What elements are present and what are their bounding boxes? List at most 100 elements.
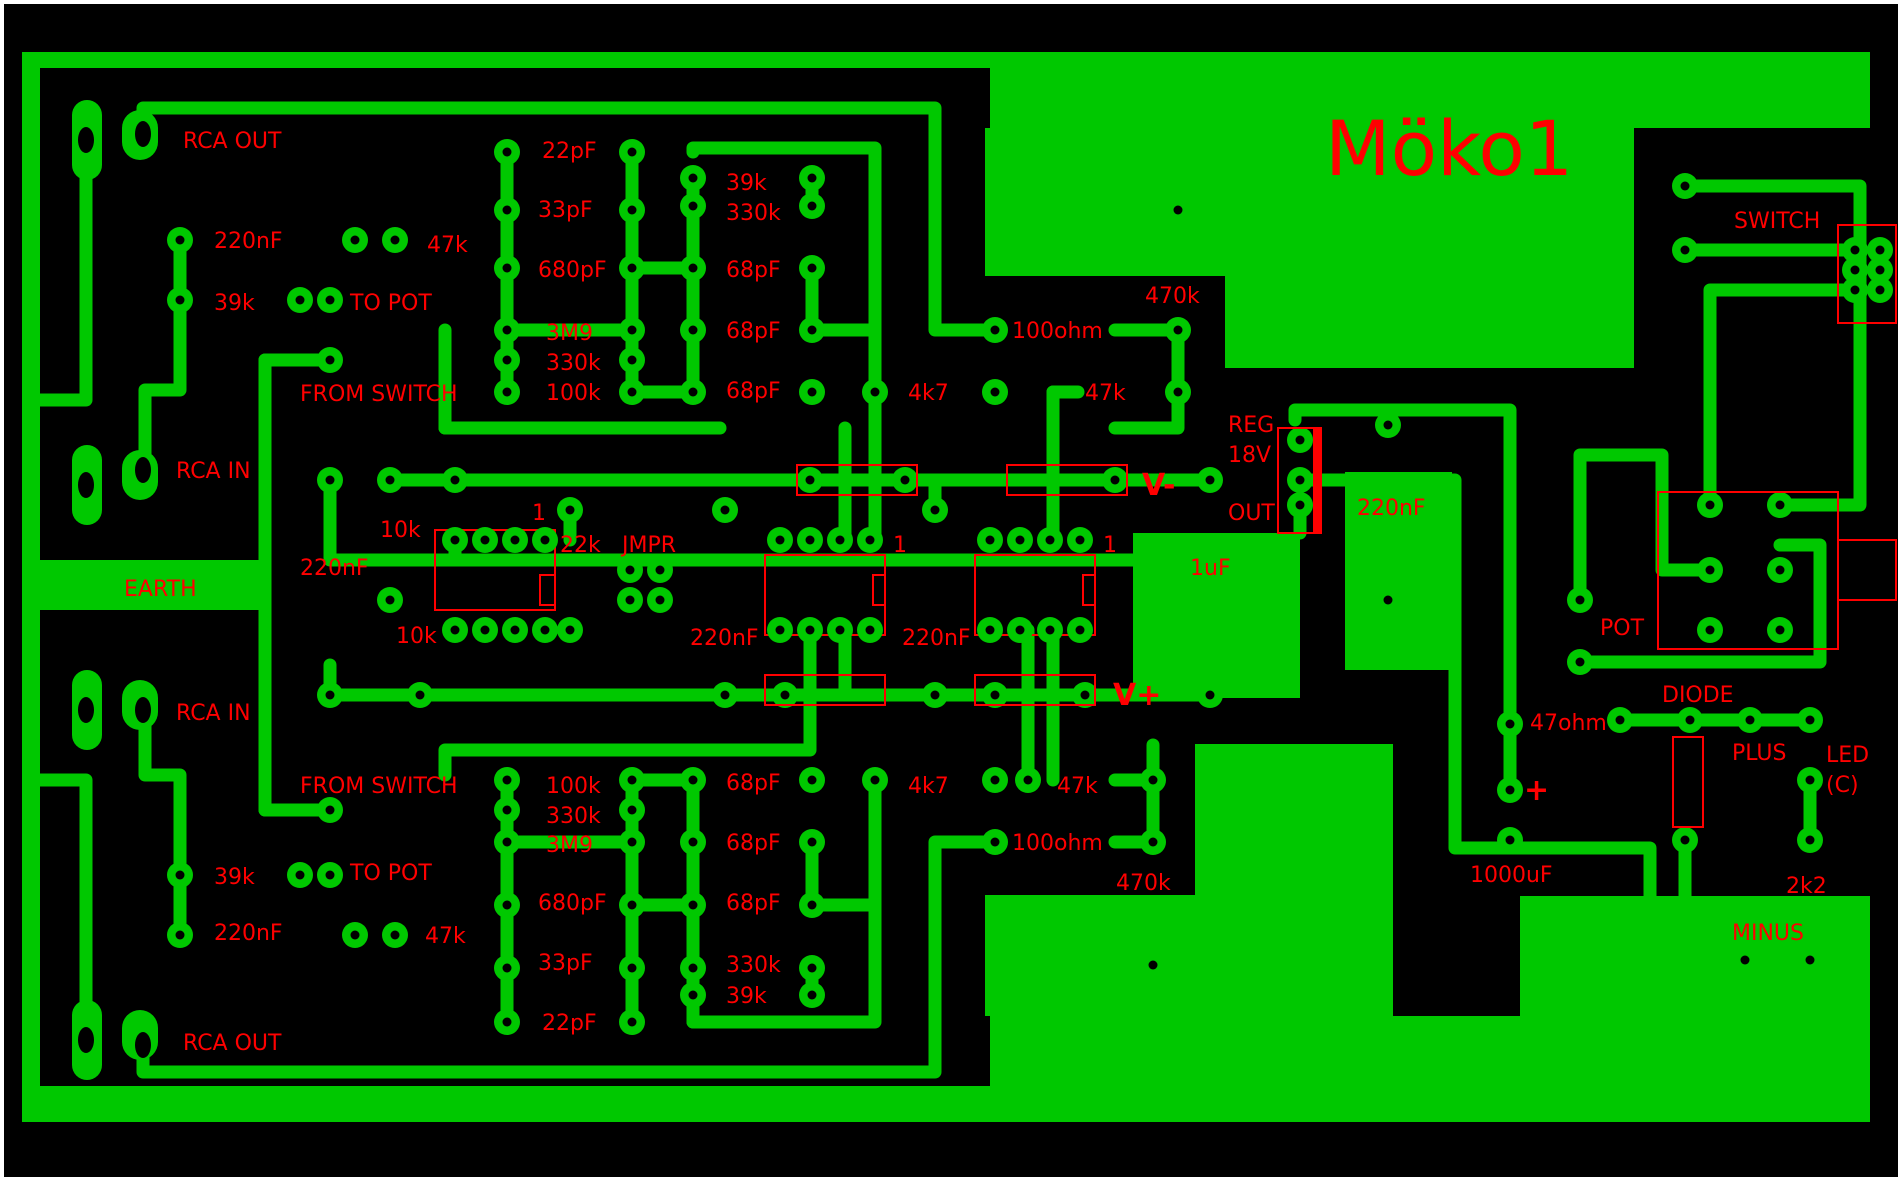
drill-hole — [1875, 285, 1885, 295]
label-330k-top-mid: 330k — [726, 201, 781, 226]
label-68pf-top-1: 68pF — [726, 258, 781, 283]
drill-hole — [1805, 715, 1815, 725]
drill-hole — [1575, 657, 1585, 667]
silkscreen-outlines — [539, 224, 1897, 828]
label-100k-top: 100k — [546, 381, 601, 406]
label-switch: SWITCH — [1734, 209, 1820, 234]
label-1000uf: 1000uF — [1470, 863, 1553, 888]
rca-jack-hole — [78, 1027, 94, 1053]
drill-hole — [865, 535, 875, 545]
drill-hole — [688, 990, 698, 1000]
drill-hole — [325, 475, 335, 485]
label-220nf-reg: 220nF — [1357, 496, 1426, 521]
drill-hole — [627, 837, 637, 847]
label-jmpr: JMPR — [620, 533, 676, 558]
drill-hole — [627, 387, 637, 397]
drill-hole — [502, 205, 512, 215]
label-68pf-top-3: 68pF — [726, 379, 781, 404]
label-pin1-ic2: 1 — [1103, 533, 1117, 558]
regulator-tab — [1313, 428, 1320, 533]
label-330k-top-left: 330k — [546, 351, 601, 376]
label-4k7-top: 4k7 — [908, 381, 949, 406]
drill-hole — [450, 475, 460, 485]
drill-hole — [688, 263, 698, 273]
label-pin1-small: 1 — [532, 501, 546, 526]
drill-hole — [502, 355, 512, 365]
drill-hole — [450, 625, 460, 635]
rca-jack-hole — [78, 127, 94, 153]
drill-hole — [510, 625, 520, 635]
drill-hole — [1505, 785, 1515, 795]
drill-hole — [985, 535, 995, 545]
rca-jack-hole — [135, 697, 151, 723]
drill-hole — [502, 837, 512, 847]
drill-hole — [175, 235, 185, 245]
drill-hole — [1875, 265, 1885, 275]
drill-hole — [985, 625, 995, 635]
label-from-switch-bottom: FROM SWITCH — [300, 774, 458, 799]
drill-hole — [1685, 715, 1695, 725]
drill-hole — [865, 625, 875, 635]
label-39k-top: 39k — [214, 291, 255, 316]
drill-hole — [1148, 837, 1158, 847]
label-1uf: 1uF — [1190, 556, 1231, 581]
drill-hole — [502, 900, 512, 910]
drill-hole — [688, 325, 698, 335]
label-v-minus: V- — [1142, 468, 1176, 503]
drill-hole — [1705, 565, 1715, 575]
label-reg-18v: 18V — [1228, 443, 1271, 468]
drill-hole — [1850, 285, 1860, 295]
drill-hole — [325, 355, 335, 365]
drill-hole — [805, 535, 815, 545]
drill-hole — [1775, 565, 1785, 575]
label-to-pot-bottom: TO POT — [349, 861, 432, 886]
label-pot: POT — [1600, 616, 1645, 641]
drill-hole — [688, 387, 698, 397]
label-v-plus: V+ — [1113, 678, 1161, 713]
drill-hole — [807, 990, 817, 1000]
drill-hole — [1680, 835, 1690, 845]
drill-hole — [565, 625, 575, 635]
drill-hole — [295, 870, 305, 880]
drill-hole — [502, 147, 512, 157]
drill-hole — [688, 837, 698, 847]
label-47k-top: 47k — [427, 233, 468, 258]
label-470k-bottom: 470k — [1116, 871, 1171, 896]
label-pin1-ic1: 1 — [893, 533, 907, 558]
label-2k2: 2k2 — [1786, 874, 1827, 899]
drill-hole — [502, 805, 512, 815]
label-from-switch-top: FROM SWITCH — [300, 382, 458, 407]
drill-hole — [1205, 475, 1215, 485]
board-title: Möko1 — [1325, 104, 1573, 193]
drill-hole — [870, 387, 880, 397]
label-led: LED — [1826, 743, 1869, 768]
drill-hole — [1680, 245, 1690, 255]
drill-hole — [480, 625, 490, 635]
drill-hole — [688, 900, 698, 910]
label-33pf-bottom: 33pF — [538, 951, 593, 976]
drill-hole — [1505, 719, 1515, 729]
drill-hole — [990, 325, 1000, 335]
drill-hole — [930, 690, 940, 700]
drill-hole — [990, 387, 1000, 397]
drill-hole — [805, 475, 815, 485]
drill-hole — [540, 625, 550, 635]
drill-hole — [1615, 715, 1625, 725]
drill-hole — [1705, 625, 1715, 635]
label-3m9-top: 3M9 — [546, 321, 593, 346]
label-plus-sign: + — [1524, 773, 1549, 808]
drill-hole — [1805, 955, 1815, 965]
drill-hole — [1205, 690, 1215, 700]
drill-hole — [870, 775, 880, 785]
drill-hole — [1295, 500, 1305, 510]
label-rca-in-top: RCA IN — [176, 459, 251, 484]
drill-hole — [385, 475, 395, 485]
label-minus: MINUS — [1732, 921, 1804, 946]
drill-hole — [325, 870, 335, 880]
label-rca-out-top: RCA OUT — [183, 129, 282, 154]
drill-hole — [627, 355, 637, 365]
drill-hole — [835, 535, 845, 545]
drill-hole — [688, 775, 698, 785]
drill-hole — [385, 595, 395, 605]
drill-hole — [807, 900, 817, 910]
